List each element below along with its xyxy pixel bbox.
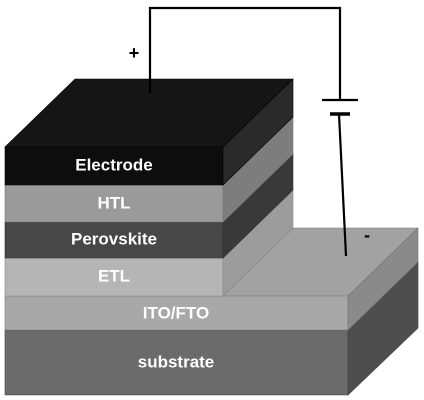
electrode-side-face bbox=[222, 78, 294, 186]
positive-terminal-sign: + bbox=[129, 43, 140, 63]
ito-fto-layer bbox=[4, 227, 419, 331]
negative-terminal-sign: - bbox=[364, 225, 370, 245]
htl-label: HTL bbox=[97, 193, 130, 212]
etl-layer bbox=[4, 189, 294, 297]
perovskite-label: Perovskite bbox=[71, 229, 157, 248]
etl-label: ETL bbox=[98, 266, 130, 285]
wire-to-ito bbox=[337, 113, 348, 257]
external-circuit bbox=[148, 6, 358, 257]
wire-from-electrode bbox=[148, 6, 342, 100]
electrode-layer bbox=[4, 78, 294, 186]
perovskite-layer bbox=[4, 153, 294, 259]
ito-fto-side-face bbox=[347, 227, 419, 331]
substrate-label: substrate bbox=[138, 352, 215, 371]
substrate-layer bbox=[4, 261, 419, 396]
ito-fto-label: ITO/FTO bbox=[143, 303, 209, 322]
electrode-label: Electrode bbox=[75, 155, 152, 174]
